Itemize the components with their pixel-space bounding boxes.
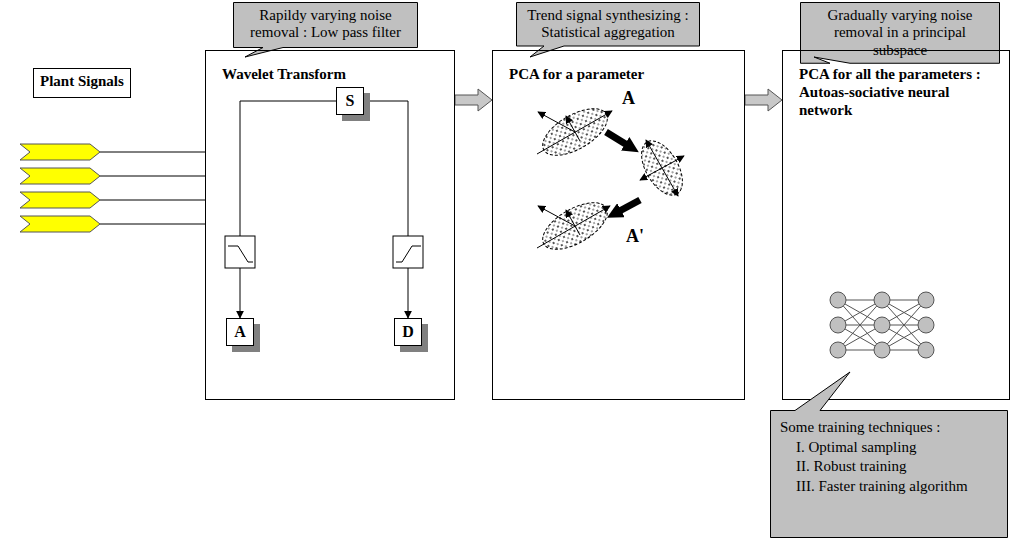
node-text: D (395, 319, 421, 345)
signal-box: S (336, 87, 364, 115)
node-text: I. Optimal sampling (780, 438, 998, 458)
input-label-box: Plant Signals (33, 68, 131, 98)
callout-outline (234, 3, 418, 58)
pca-illustration (535, 99, 691, 258)
process-panel: PCA for all the parameters : Autoas-soci… (782, 50, 1010, 400)
node-text: Plant Signals (40, 73, 124, 90)
detail-box: D (394, 318, 422, 346)
flow-arrow (364, 101, 408, 318)
callout-outline (771, 372, 1008, 538)
flow-arrow (240, 101, 336, 318)
callout-box: Trend signal synthesizing : Statistical … (516, 2, 700, 47)
callout-outline (517, 3, 700, 58)
low-pass-filter-symbol (225, 236, 255, 268)
node-text: S (337, 88, 363, 114)
node-text: Wavelet Transform (222, 65, 446, 83)
node-text: Trend signal synthesizing : Statistical … (522, 7, 694, 42)
node-text: Some training techniques : (780, 418, 998, 438)
callout-outline (801, 3, 1000, 64)
process-panel: Wavelet TransformS A D (205, 50, 455, 400)
block-arrow (745, 89, 782, 111)
approximation-box: A (226, 318, 254, 346)
node-text: II. Robust training (780, 457, 998, 477)
node-text: A (227, 319, 253, 345)
node-text: Rapildy varying noise removal : Low pass… (239, 7, 412, 42)
callout-box: Gradually varying noise removal in a pri… (800, 2, 1000, 64)
figure-label: A' (626, 226, 644, 247)
node-text: PCA for a parameter (509, 65, 736, 83)
node-text: III. Faster training algorithm (780, 477, 998, 497)
figure-label: A (622, 88, 635, 109)
callout-box: Rapildy varying noise removal : Low pass… (233, 2, 418, 48)
callout-box: Some training techniques :I. Optimal sam… (770, 410, 1008, 538)
signal-inputs (20, 144, 205, 232)
node-text: PCA for all the parameters : Autoas-soci… (799, 65, 1001, 119)
high-pass-filter-symbol (393, 236, 423, 268)
process-panel: PCA for a parameter (492, 50, 745, 400)
neural-network (830, 292, 934, 358)
block-arrow (455, 89, 492, 111)
